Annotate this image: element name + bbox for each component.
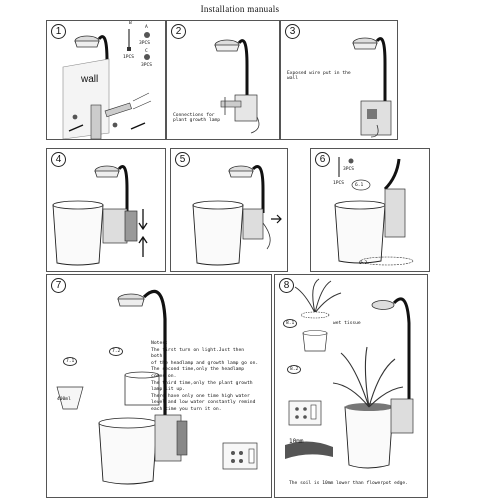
notes-line: The first turn on light.Just then [151, 347, 245, 353]
sub-step-8-2: 8.2 [287, 365, 302, 375]
step-5-panel: 5 [170, 148, 288, 272]
step-7-panel: 7 7.1 7.2 400ml Notes: The first turn on… [46, 274, 272, 498]
volume-label: 400ml [57, 397, 71, 402]
sub-step-8-1: 8.1 [283, 319, 298, 329]
step-number: 7 [51, 278, 66, 293]
wet-tissue-label: wet tissue [333, 321, 361, 326]
step-number: 5 [175, 152, 190, 167]
part-a-label: A [145, 25, 148, 30]
notes-line: The second time,only the headlamp [151, 367, 245, 373]
screw-qty: 3PCS [343, 167, 355, 172]
step-8-panel: 8 8.1 8.2 wet tissue 10mm The soil is 10… [274, 274, 428, 498]
step-number: 3 [285, 24, 300, 39]
pot-attach-illustration [192, 165, 282, 266]
step-number: 8 [279, 278, 294, 293]
notes-line: There have only one time high water [151, 393, 250, 399]
soil-note: The soil is 10mm lower than flowerpot ed… [289, 481, 408, 486]
notes-line: level and low water constantly remind [151, 400, 256, 406]
step-2-panel: 2 Connections for plant growth lamp [166, 20, 280, 140]
screwdriver-qty: 1PCS [333, 181, 345, 186]
step-number: 1 [51, 24, 66, 39]
pot-attach-illustration [52, 165, 148, 266]
planting-illustration [285, 278, 414, 469]
exposed-wire-illustration [352, 37, 392, 138]
notes-line: The third time,only the plant growth [151, 380, 253, 386]
step-1-panel: 1 wall A 3PCS B 1PCS C 3PCS [46, 20, 166, 140]
sub-step-6-1: 6.1 [355, 183, 364, 188]
sub-step-7-2: 7.2 [109, 347, 124, 357]
part-b-qty: 1PCS [123, 55, 135, 60]
part-b-label: B [129, 21, 132, 26]
sub-step-7-1: 7.1 [63, 357, 78, 367]
notes-line: lamp lit up. [151, 387, 185, 393]
part-a-qty: 3PCS [139, 41, 151, 46]
notes-heading: Notes: [151, 341, 168, 346]
step-number: 2 [171, 24, 186, 39]
wall-mount-illustration [62, 29, 152, 139]
manual-title: Installation manuals [200, 4, 280, 14]
step-3-panel: 3 Exposed wire put in the wall [280, 20, 398, 140]
notes-line: comes on. [151, 373, 177, 379]
lamp-connection-illustration [214, 39, 260, 134]
sub-step-6-2: 6.2 [359, 261, 368, 266]
notes-line: of the headlamp and growth lamp go on. [151, 360, 259, 366]
step-number: 4 [51, 152, 66, 167]
notes-line: both [151, 354, 163, 360]
notes-line: each time you turn it on. [151, 406, 222, 412]
step-number: 6 [315, 152, 330, 167]
part-c-qty: 3PCS [141, 63, 153, 68]
step-4-panel: 4 [46, 148, 166, 272]
wall-label: wall [81, 74, 99, 85]
watering-illustration [56, 290, 258, 485]
step-6-panel: 6 3PCS 1PCS 6.1 6.2 [310, 148, 430, 272]
part-c-label: C [145, 49, 148, 54]
connection-label: Connections for plant growth lamp [173, 113, 221, 124]
exposed-wire-label: Exposed wire put in the wall [287, 71, 351, 82]
soil-depth-label: 10mm [289, 438, 304, 445]
notes-block: Notes: The first turn on light.Just then… [151, 341, 261, 414]
screw-fix-illustration [334, 157, 414, 266]
